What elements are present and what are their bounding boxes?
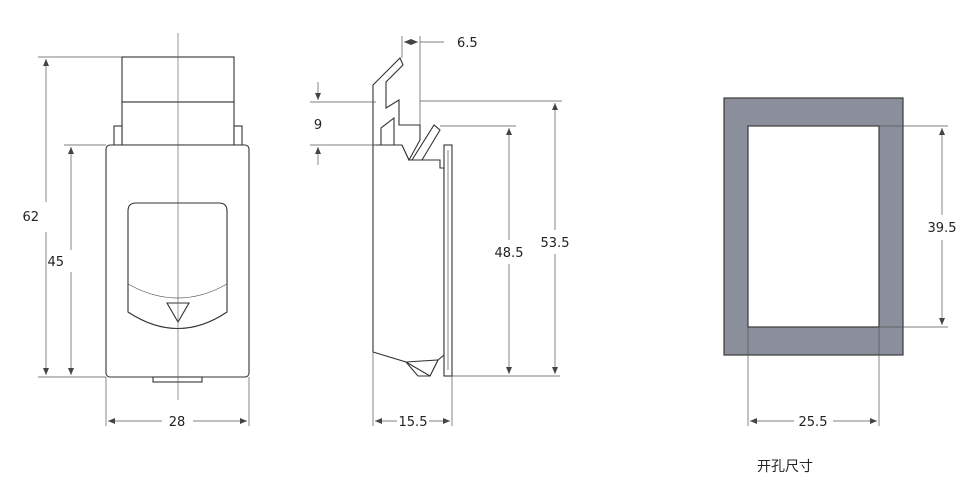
dim-45-label: 45 — [47, 255, 64, 270]
cutout-view: 39.5 25.5 — [723, 97, 957, 430]
dim-6-5-label: 6.5 — [457, 36, 478, 51]
dim-48-5-label: 48.5 — [495, 246, 524, 261]
side-body — [372, 144, 445, 377]
dim-9-label: 9 — [314, 118, 322, 133]
side-view: 6.5 9 48.5 53.5 — [310, 36, 569, 430]
front-window — [127, 202, 228, 329]
dim-25-5-label: 25.5 — [799, 415, 828, 430]
dim-62: 62 — [22, 56, 122, 378]
dim-25-5: 25.5 — [747, 327, 880, 430]
dim-39-5: 39.5 — [879, 125, 957, 328]
side-clip-hook — [372, 57, 421, 162]
cutout-hole — [747, 125, 880, 328]
dim-9: 9 — [310, 82, 376, 165]
dim-15-5: 15.5 — [372, 352, 453, 430]
front-right-lug — [233, 125, 243, 146]
dim-28-label: 28 — [169, 415, 186, 430]
side-bottom-barb — [404, 359, 439, 377]
front-left-lug — [113, 125, 123, 146]
dim-48-5: 48.5 — [440, 125, 560, 377]
dim-53-5: 53.5 — [420, 100, 570, 374]
dim-39-5-label: 39.5 — [928, 221, 957, 236]
dim-53-5-label: 53.5 — [541, 236, 570, 251]
side-latch — [411, 124, 441, 161]
dim-45: 45 — [47, 144, 106, 375]
dim-62-label: 62 — [22, 210, 39, 225]
dim-15-5-label: 15.5 — [399, 415, 428, 430]
cutout-caption: 开孔尺寸 — [757, 459, 813, 475]
dim-28: 28 — [105, 377, 250, 430]
dim-6-5: 6.5 — [401, 36, 478, 125]
front-bottom-tab — [152, 376, 203, 383]
front-view: 62 45 28 — [22, 33, 250, 430]
